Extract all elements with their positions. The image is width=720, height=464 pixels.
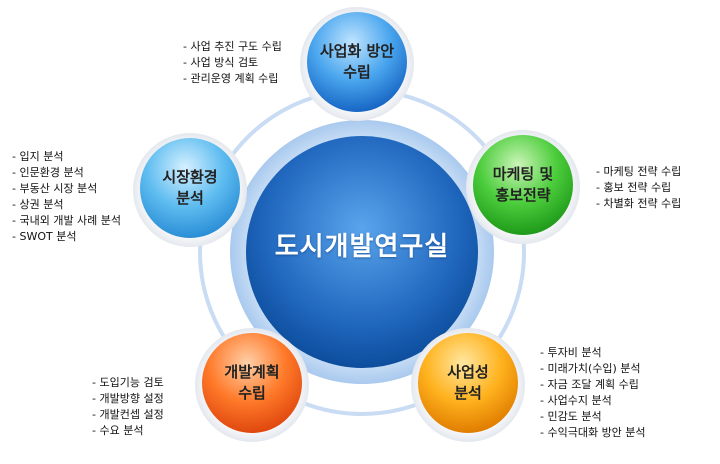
list-item: 관리운영 계획 수립 [183,71,282,87]
node-marketing-label: 마케팅 및 홍보전략 [463,164,583,206]
node-market-environment-label-line-1: 시장환경 [162,168,218,186]
list-item: 민감도 분석 [540,409,646,425]
list-item: 사업 추진 구도 수립 [183,39,281,55]
list-item: 투자비 분석 [540,345,646,361]
development-plan-item-list: 도입기능 검토 개발방향 설정 개발컨셉 설정 수요 분석 [92,375,164,439]
node-feasibility-label: 사업성 분석 [408,362,528,404]
center-title: 도시개발연구실 [274,232,450,262]
business-plan-item-list: 사업 추진 구도 수립 사업 방식 검토 관리운영 계획 수립 [183,39,282,87]
center-circle [246,136,478,368]
node-marketing-label-line-1: 마케팅 및 [492,165,554,183]
node-feasibility-label-line-1: 사업성 [447,363,489,381]
list-item: 홍보 전략 수립 [596,180,681,196]
list-item: 도입기능 검토 [92,375,163,391]
list-item: 인문환경 분석 [12,165,121,181]
list-item: 차별화 전략 수립 [596,196,681,212]
marketing-item-list: 마케팅 전략 수립 홍보 전략 수립 차별화 전략 수립 [596,164,681,212]
list-item: 수익극대화 방안 분석 [540,425,645,441]
node-business-plan-label: 사업화 방안 수립 [297,41,417,83]
node-business-plan [300,7,414,121]
list-item: 개발컨셉 설정 [92,407,163,423]
node-market-environment [133,133,247,247]
market-environment-item-list: 입지 분석 인문환경 분석 부동산 시장 분석 상권 분석 국내외 개발 사례 … [12,149,121,245]
node-feasibility [411,328,525,442]
list-item: 마케팅 전략 수립 [596,164,681,180]
list-item: 사업 방식 검토 [183,55,282,71]
node-market-environment-label: 시장환경 분석 [130,167,250,209]
node-feasibility-label-line-2: 분석 [454,384,482,402]
list-item: 부동산 시장 분석 [12,181,121,197]
list-item: 자금 조달 계획 수립 [540,377,646,393]
node-business-plan-label-line-1: 사업화 방안 [319,42,395,60]
list-item: 입지 분석 [12,149,121,165]
list-item: 상권 분석 [12,197,121,213]
list-item: 개발방향 설정 [92,391,163,407]
list-item: 미래가치(수입) 분석 [540,361,646,377]
node-development-plan-label-line-1: 개발계획 [224,363,280,381]
node-business-plan-label-line-2: 수립 [343,63,371,81]
node-marketing-label-line-2: 홍보전략 [495,186,551,204]
node-development-plan [195,328,309,442]
list-item: 수요 분석 [92,423,164,439]
list-item: SWOT 분석 [12,229,121,245]
feasibility-item-list: 투자비 분석 미래가치(수입) 분석 자금 조달 계획 수립 사업수지 분석 민… [540,345,646,441]
list-item: 국내외 개발 사례 분석 [12,213,121,229]
node-development-plan-label-line-2: 수립 [238,384,266,402]
list-item: 사업수지 분석 [540,393,646,409]
node-development-plan-label: 개발계획 수립 [192,362,312,404]
node-marketing [466,130,580,244]
node-market-environment-label-line-2: 분석 [176,189,204,207]
